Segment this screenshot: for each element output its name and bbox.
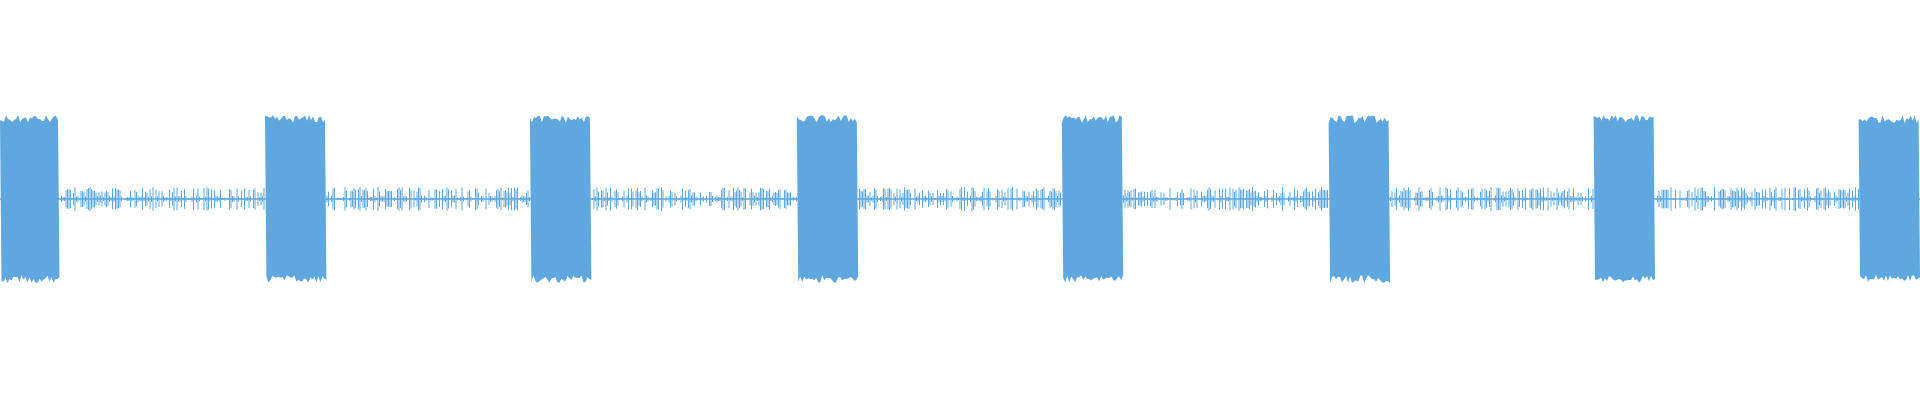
waveform-burst-7 <box>1593 115 1655 283</box>
waveform-burst-1 <box>0 115 60 283</box>
waveform-burst-8 <box>1858 115 1920 282</box>
waveform-burst-2 <box>265 115 327 283</box>
waveform-burst-3 <box>529 115 592 283</box>
waveform-burst-6 <box>1328 115 1391 283</box>
waveform-samples <box>0 115 1920 283</box>
waveform-burst-5 <box>1061 115 1124 283</box>
waveform-burst-4 <box>796 115 859 283</box>
